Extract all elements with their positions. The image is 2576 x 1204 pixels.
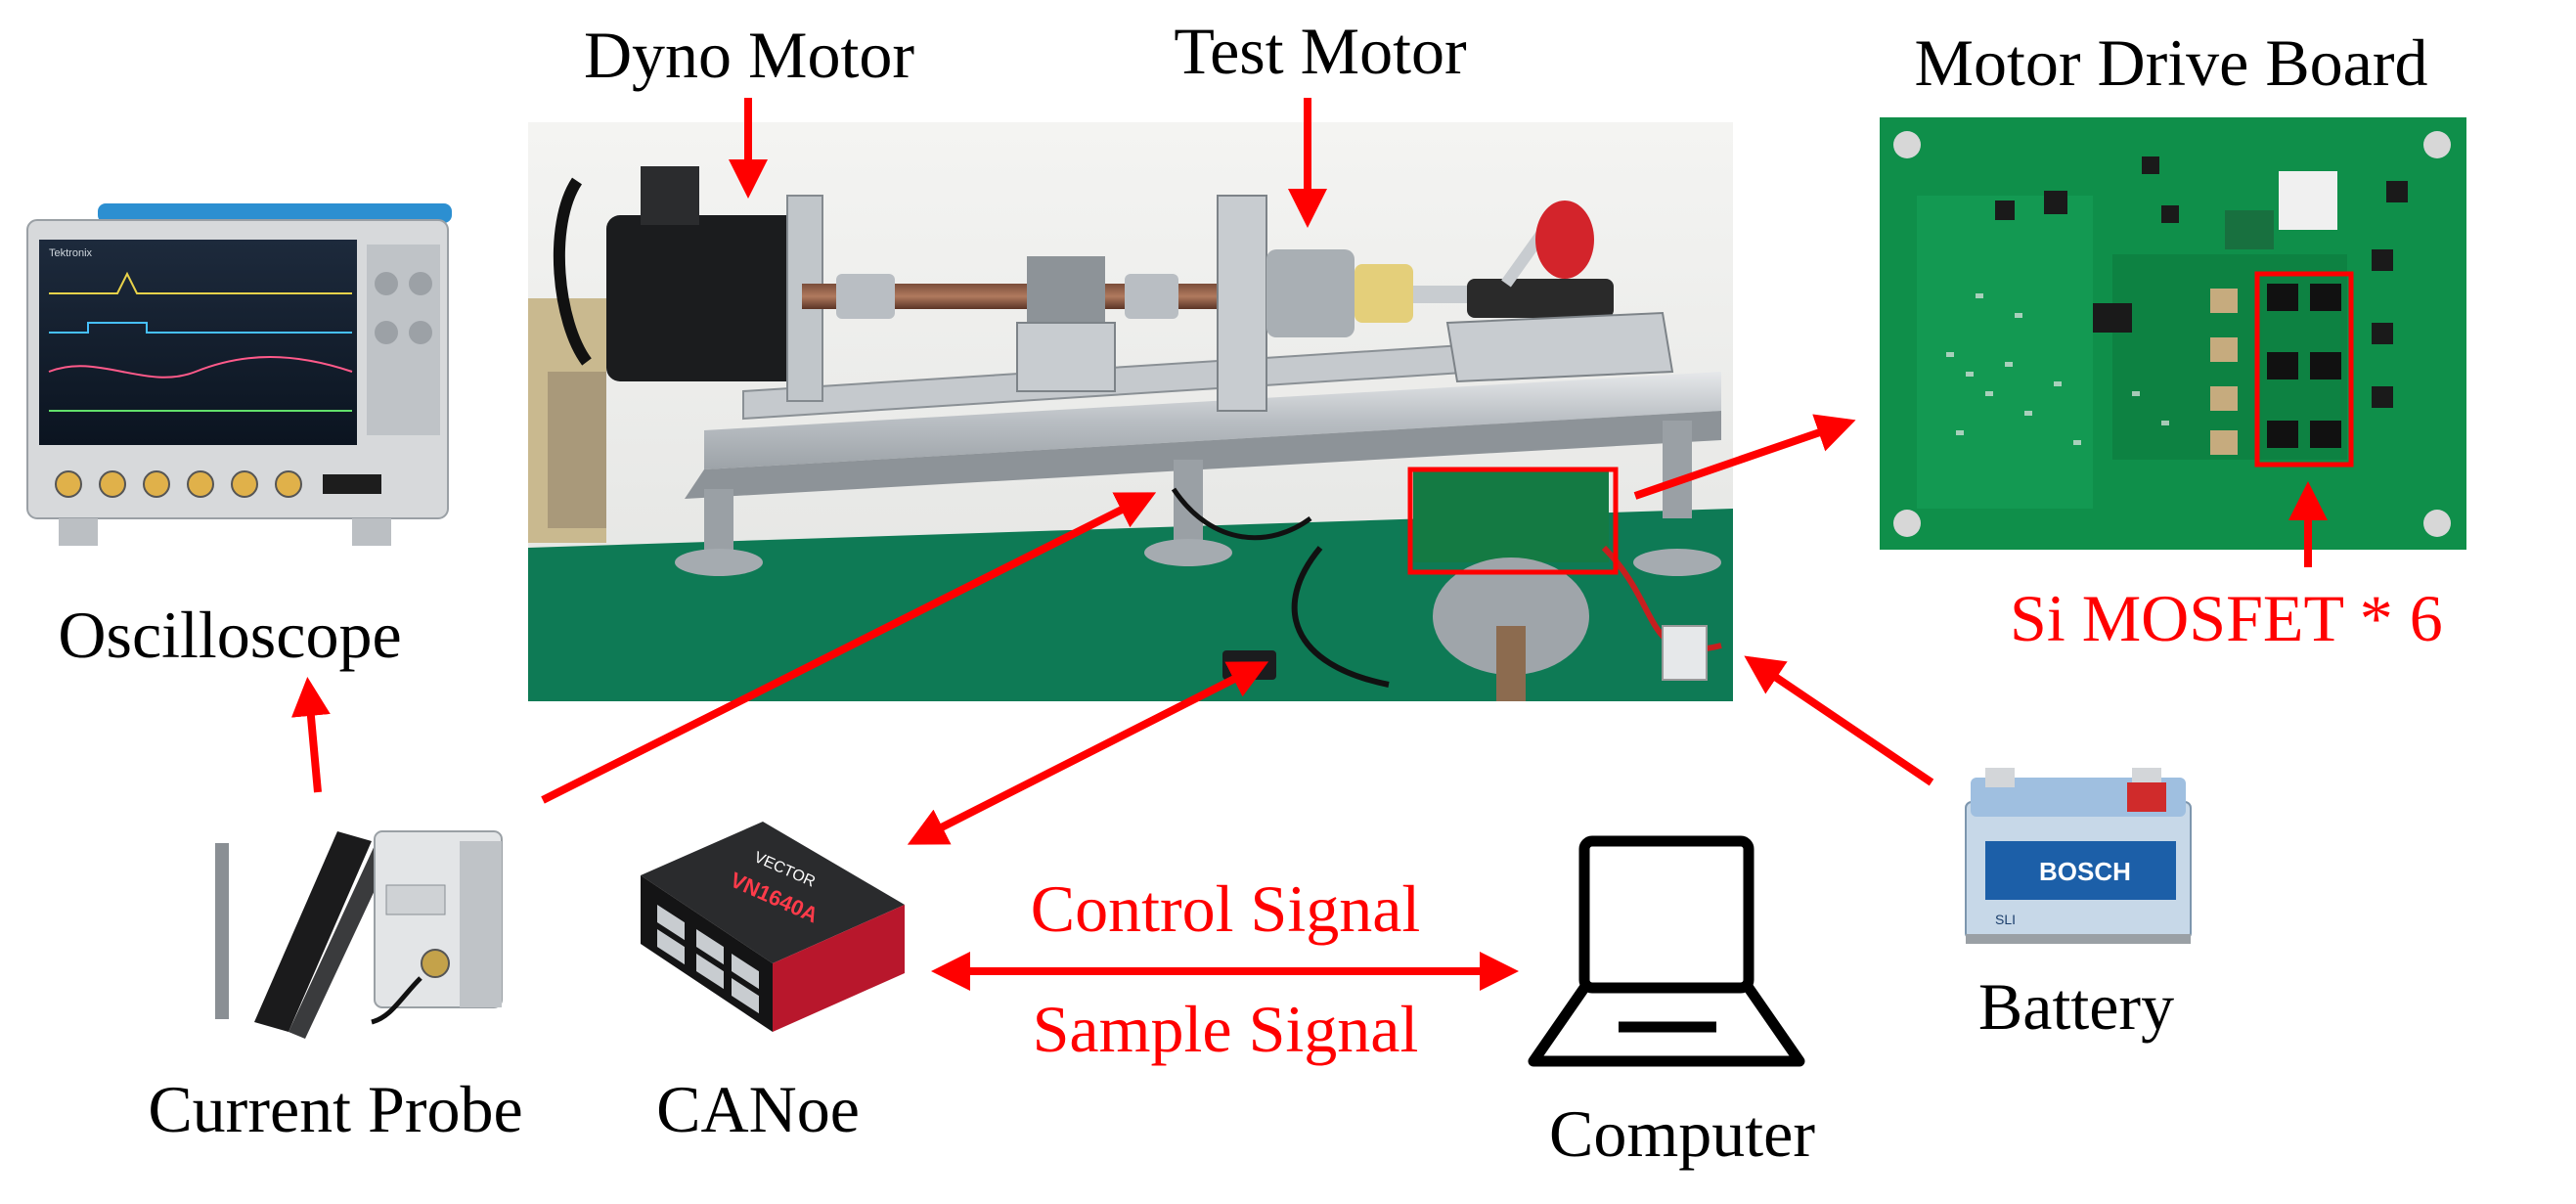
battery-brand: BOSCH: [2039, 857, 2131, 886]
motor-drive-board-label: Motor Drive Board: [1914, 25, 2428, 100]
connection-arrows: [290, 98, 2328, 991]
oscilloscope-brand: Tektronix: [49, 247, 93, 259]
arrow-to-drive-board: [1633, 414, 1856, 500]
canoe-label: CANoe: [656, 1072, 860, 1146]
oscilloscope-icon: Tektronix: [26, 203, 452, 546]
drive-board-highlight-box: [1407, 467, 1619, 575]
battery-series: SLI: [1995, 912, 2016, 927]
oscilloscope-label: Oscilloscope: [58, 598, 402, 672]
dyno-motor-label: Dyno Motor: [583, 18, 915, 92]
mosfet-highlight-box: [2254, 271, 2354, 468]
battery-label: Battery: [1977, 969, 2175, 1044]
battery-icon: BOSCH SLI: [1965, 768, 2192, 944]
current-probe-label: Current Probe: [148, 1072, 523, 1146]
motor-drive-board-photo: [1880, 117, 2466, 550]
control-signal-label: Control Signal: [1030, 871, 1421, 946]
laptop-icon: [1528, 835, 1805, 1067]
can-interface-icon: VECTOR VN1640A: [641, 822, 905, 1032]
arrow-battery-to-bench: [1744, 655, 1934, 786]
arrow-canoe-bench: [907, 661, 1269, 845]
test-motor-label: Test Motor: [1174, 14, 1467, 88]
sample-signal-label: Sample Signal: [1032, 992, 1419, 1066]
mosfet-label: Si MOSFET * 6: [2010, 581, 2443, 655]
arrow-probe-to-bench: [541, 492, 1157, 804]
arrow-probe-to-oscilloscope: [290, 677, 331, 793]
test-bench-photo: [528, 122, 1733, 701]
computer-label: Computer: [1549, 1096, 1815, 1171]
current-probe-icon: [215, 830, 503, 1039]
